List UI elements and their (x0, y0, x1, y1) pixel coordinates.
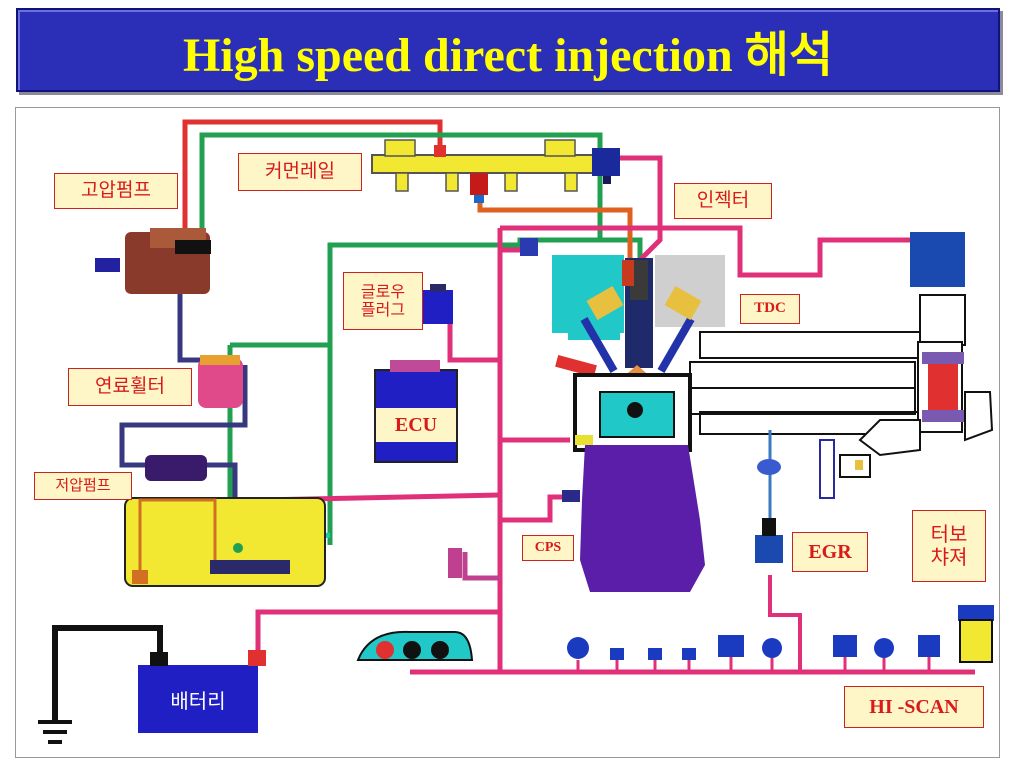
cps-sensor (562, 490, 580, 502)
label-low-pressure-pump: 저압펌프 (34, 472, 132, 500)
wire-cps (500, 494, 570, 523)
rail-outlets (395, 172, 578, 192)
wire-lowpump-tap (462, 552, 500, 581)
rail-pressure-sensor (592, 148, 620, 176)
fuel-line-filter-lowpump (119, 365, 248, 468)
fuel-return-line (199, 132, 603, 245)
egr-valve (755, 535, 783, 563)
fuel-line-pump-filter (177, 285, 215, 363)
ground-wire (52, 625, 163, 720)
battery (138, 665, 258, 733)
pink-connector (448, 548, 462, 578)
label-ecu: ECU (376, 408, 456, 442)
turbo-sensor (910, 232, 965, 287)
label-cps: CPS (522, 535, 574, 561)
label-high-pressure-pump: 고압펌프 (54, 173, 178, 209)
label-glow-plug: 글로우 플러그 (343, 272, 423, 330)
label-battery: 배터리 (170, 688, 226, 713)
label-common-rail: 커먼레일 (238, 153, 362, 191)
fuel-filter (198, 358, 243, 408)
label-egr: EGR (792, 532, 868, 572)
title-bar: High speed direct injection 해석 (16, 8, 1000, 92)
turbo-rotor (928, 360, 958, 410)
wire-glow-plug (440, 317, 500, 363)
crankcase (580, 445, 705, 592)
page-title: High speed direct injection 해석 (182, 29, 834, 82)
diagram-frame (15, 107, 1000, 758)
common-rail (371, 154, 601, 174)
low-pressure-pump (145, 455, 207, 481)
wire-egr (768, 575, 802, 672)
glow-plug-sensor (423, 290, 453, 324)
sensor-row (567, 635, 940, 660)
egr-pipe (819, 439, 835, 499)
rail-pressure-regulator (470, 173, 488, 195)
hi-scan-connector (958, 605, 994, 621)
label-turbocharger: 터보 챠져 (912, 510, 986, 582)
label-fuel-filter: 연료휠터 (68, 368, 192, 406)
turbo-housing (919, 294, 966, 346)
label-tdc: TDC (740, 294, 800, 324)
label-hi-scan: HI -SCAN (844, 686, 984, 728)
wire-top-right (500, 225, 910, 278)
wire-battery (255, 609, 500, 652)
label-injector: 인젝터 (674, 183, 772, 219)
